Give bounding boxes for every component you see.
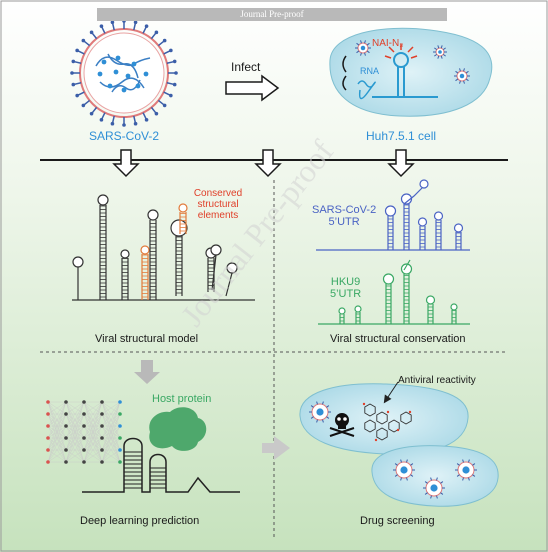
drug-cell-top	[299, 383, 469, 455]
infect-arrow	[225, 74, 280, 102]
rna-hairpin-icon	[82, 437, 240, 493]
flow-arrow-right	[262, 436, 290, 460]
hku9-utr-structure	[318, 259, 470, 325]
hku9-utr-label: HKU9 5’UTR	[330, 276, 362, 300]
infect-label: Infect	[231, 60, 261, 74]
skull-icon	[329, 413, 355, 437]
down-arrow-right	[387, 149, 415, 178]
down-arrow-middle	[254, 149, 282, 178]
caption-drug-screening: Drug screening	[360, 515, 435, 527]
caption-structural-conservation: Viral structural conservation	[330, 333, 466, 345]
antiviral-pointer	[383, 381, 399, 404]
down-arrow-left	[112, 149, 140, 178]
huh751-cell-icon	[329, 27, 493, 117]
sars-cov-2-virus-icon	[70, 19, 178, 127]
probe-label: NAI-N₃	[372, 38, 404, 49]
neural-network-icon	[46, 400, 122, 464]
cell-label: Huh7.5.1 cell	[366, 129, 437, 143]
sars-utr-structure	[316, 179, 470, 251]
journal-banner: Journal Pre-proof	[97, 8, 447, 21]
host-protein-icon	[149, 407, 207, 451]
conserved-elements-label: Conserved structural elements	[193, 188, 243, 221]
rna-label: RNA	[360, 66, 380, 76]
compound-structure-icon	[362, 402, 412, 442]
virus-label: SARS-CoV-2	[89, 129, 160, 143]
sars-utr-label: SARS-CoV-2 5’UTR	[312, 204, 377, 228]
viral-structure-drawing	[72, 194, 255, 301]
host-protein-label: Host protein	[152, 393, 212, 405]
caption-deep-learning: Deep learning prediction	[80, 515, 200, 527]
drug-cell-bottom	[371, 445, 499, 507]
antiviral-label: Antiviral reactivity	[398, 375, 476, 386]
caption-structural-model: Viral structural model	[95, 333, 199, 345]
flow-arrow-down	[134, 360, 160, 384]
